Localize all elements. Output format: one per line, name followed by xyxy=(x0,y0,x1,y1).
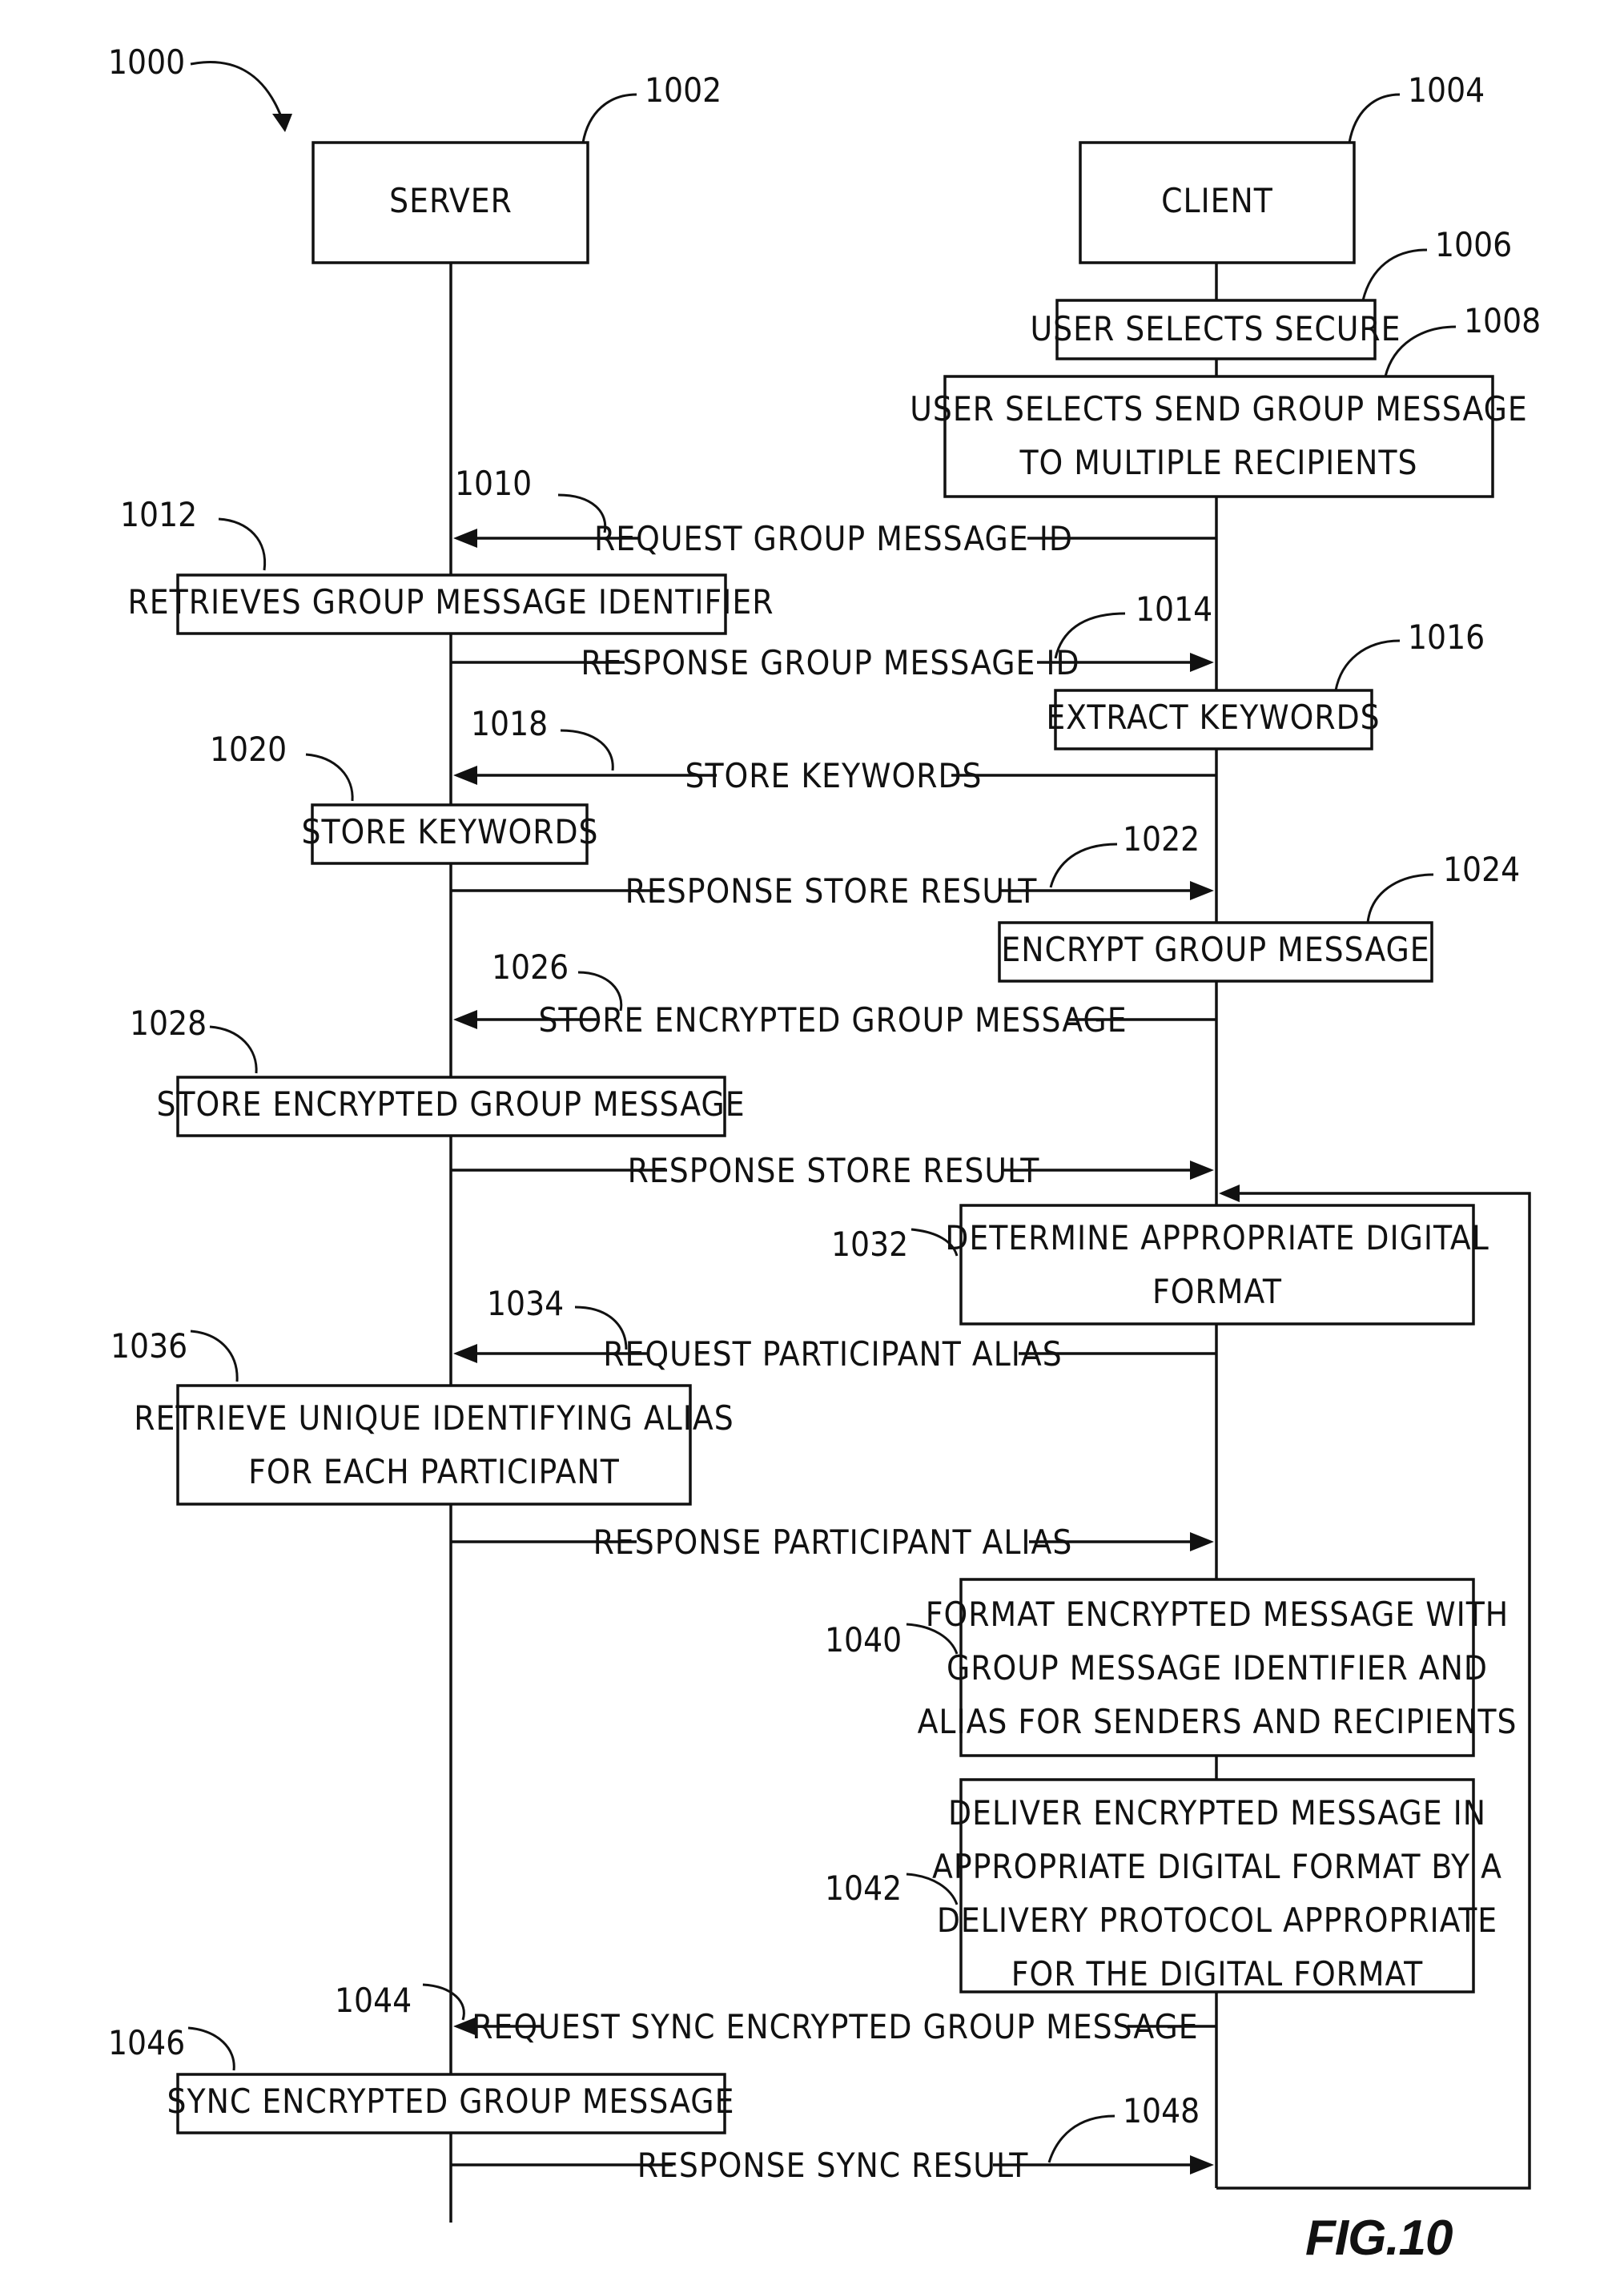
message-arrowhead xyxy=(1190,1532,1214,1551)
message-label-response-store-result: RESPONSE STORE RESULT xyxy=(628,1151,1040,1190)
server-step-leader xyxy=(210,1027,256,1073)
client-step-ref: 1042 xyxy=(825,1869,902,1908)
server-step-text: SYNC ENCRYPTED GROUP MESSAGE xyxy=(167,2082,735,2121)
message-ref: 1048 xyxy=(1123,2091,1200,2130)
message-arrowhead xyxy=(1190,881,1214,900)
server-step-text: STORE KEYWORDS xyxy=(301,812,598,851)
server-step-leader xyxy=(219,519,265,570)
server-step-text: FOR EACH PARTICIPANT xyxy=(248,1452,620,1491)
client-step-text: FORMAT xyxy=(1152,1272,1282,1311)
server-step-leader xyxy=(306,754,352,801)
server-step-text: STORE ENCRYPTED GROUP MESSAGE xyxy=(156,1084,745,1124)
message-arrowhead xyxy=(453,529,477,548)
client-step-text: ALIAS FOR SENDERS AND RECIPIENTS xyxy=(918,1702,1517,1741)
figure-ref-leader xyxy=(191,62,282,119)
message-arrowhead xyxy=(453,1344,477,1363)
client-step-leader xyxy=(1336,641,1400,690)
message-ref: 1014 xyxy=(1136,589,1212,629)
client-label: CLIENT xyxy=(1161,181,1273,220)
server-ref-leader xyxy=(583,95,637,143)
message-ref: 1026 xyxy=(492,947,569,987)
figure-ref-arrowhead xyxy=(272,114,292,132)
client-step-ref: 1040 xyxy=(825,1620,902,1659)
server-step-leader xyxy=(191,1331,237,1382)
loop-back-arrowhead xyxy=(1219,1185,1240,1202)
client-step-text: EXTRACT KEYWORDS xyxy=(1046,698,1380,737)
server-step-ref: 1028 xyxy=(130,1004,207,1043)
client-step-text: TO MULTIPLE RECIPIENTS xyxy=(1019,443,1417,482)
server-step-ref: 1046 xyxy=(108,2023,185,2062)
server-step-text: RETRIEVE UNIQUE IDENTIFYING ALIAS xyxy=(134,1398,734,1438)
message-ref: 1034 xyxy=(487,1284,564,1323)
figure-ref: 1000 xyxy=(108,42,185,82)
message-label-request-participant-alias: REQUEST PARTICIPANT ALIAS xyxy=(603,1334,1062,1374)
message-label-store-encrypted-group-message: STORE ENCRYPTED GROUP MESSAGE xyxy=(538,1000,1127,1040)
server-ref: 1002 xyxy=(645,70,722,110)
message-label-request-sync-encrypted-group-message: REQUEST SYNC ENCRYPTED GROUP MESSAGE xyxy=(472,2007,1198,2046)
message-arrowhead xyxy=(1190,653,1214,672)
message-arrowhead xyxy=(1190,1161,1214,1180)
client-step-text: DETERMINE APPROPRIATE DIGITAL xyxy=(945,1218,1489,1257)
client-step-text: DELIVERY PROTOCOL APPROPRIATE xyxy=(937,1901,1497,1940)
message-ref: 1044 xyxy=(335,1981,412,2020)
message-ref-leader xyxy=(1049,2116,1115,2162)
client-step-leader xyxy=(1368,875,1433,923)
message-label-response-group-message-id: RESPONSE GROUP MESSAGE ID xyxy=(581,643,1079,682)
client-step-text: FORMAT ENCRYPTED MESSAGE WITH xyxy=(926,1595,1509,1634)
client-step-ref: 1032 xyxy=(831,1225,908,1264)
client-step-text: DELIVER ENCRYPTED MESSAGE IN xyxy=(948,1793,1486,1832)
message-label-response-sync-result: RESPONSE SYNC RESULT xyxy=(637,2146,1029,2185)
client-step-ref: 1024 xyxy=(1443,850,1520,889)
server-step-text: RETRIEVES GROUP MESSAGE IDENTIFIER xyxy=(128,582,774,622)
server-step-ref: 1036 xyxy=(111,1326,187,1366)
client-step-text: USER SELECTS SEND GROUP MESSAGE xyxy=(910,389,1527,428)
client-step-text: USER SELECTS SECURE xyxy=(1030,309,1401,348)
message-ref-leader xyxy=(561,730,613,770)
server-label: SERVER xyxy=(389,181,513,220)
figure-caption: FIG.10 xyxy=(1305,2211,1453,2266)
client-ref: 1004 xyxy=(1408,70,1485,110)
message-arrowhead xyxy=(453,766,477,785)
client-step-ref: 1016 xyxy=(1408,618,1485,657)
client-step-text: ENCRYPT GROUP MESSAGE xyxy=(1001,930,1429,969)
server-step-ref: 1020 xyxy=(210,730,287,769)
client-step-text: GROUP MESSAGE IDENTIFIER AND xyxy=(947,1648,1488,1688)
client-step-ref: 1008 xyxy=(1464,301,1541,340)
client-step-ref: 1006 xyxy=(1435,225,1512,264)
message-ref: 1022 xyxy=(1123,819,1200,859)
message-ref-leader xyxy=(1051,844,1117,887)
message-label-store-keywords: STORE KEYWORDS xyxy=(685,756,982,795)
client-ref-leader xyxy=(1349,95,1400,143)
client-step-leader xyxy=(1363,250,1427,300)
server-step-leader xyxy=(188,2028,234,2070)
message-ref: 1018 xyxy=(471,704,548,743)
message-ref-leader xyxy=(423,1985,464,2020)
client-step-text: APPROPRIATE DIGITAL FORMAT BY A xyxy=(932,1847,1502,1886)
message-label-response-store-result: RESPONSE STORE RESULT xyxy=(625,871,1038,911)
message-arrowhead xyxy=(1190,2155,1214,2174)
message-ref: 1010 xyxy=(455,464,532,503)
server-step-ref: 1012 xyxy=(120,495,197,534)
message-arrowhead xyxy=(453,1010,477,1029)
message-label-response-participant-alias: RESPONSE PARTICIPANT ALIAS xyxy=(593,1523,1073,1562)
client-step-text: FOR THE DIGITAL FORMAT xyxy=(1011,1954,1423,1993)
message-label-request-group-message-id: REQUEST GROUP MESSAGE ID xyxy=(594,519,1073,558)
